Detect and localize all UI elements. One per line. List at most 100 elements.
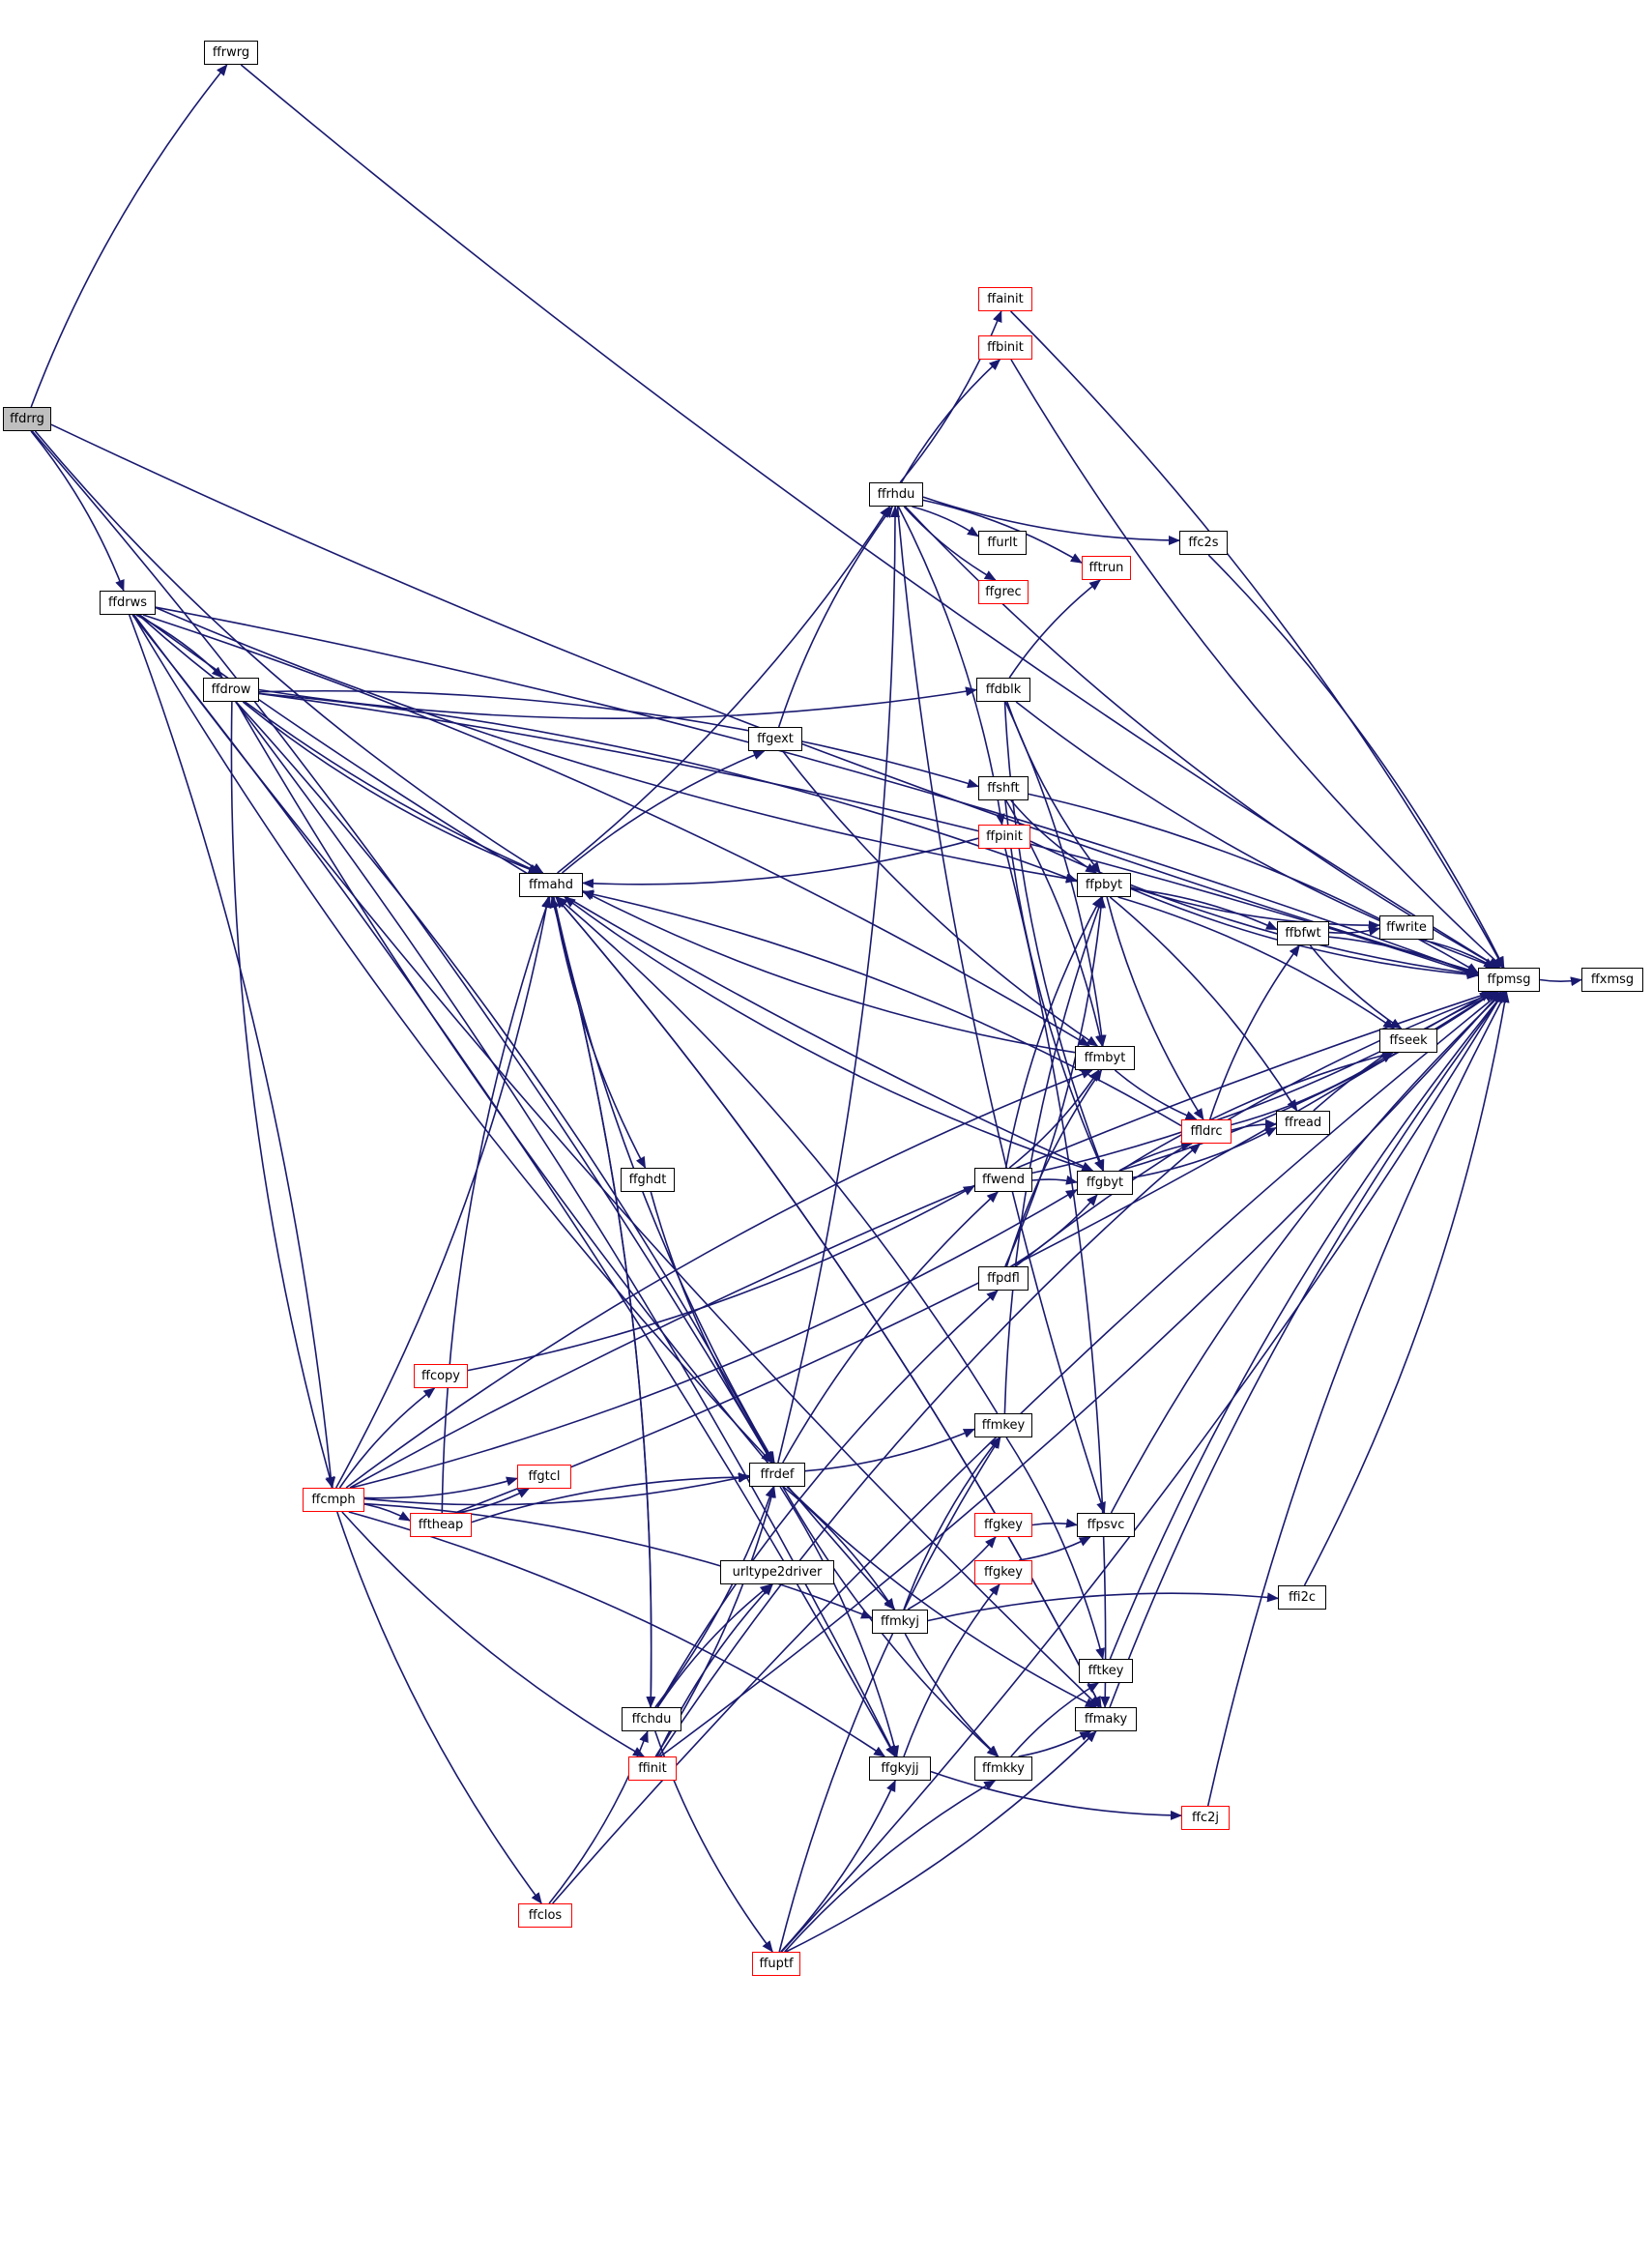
node-ffi2c[interactable]: ffi2c	[1278, 1585, 1326, 1610]
edge-fftheap-to-ffgtcl	[455, 1488, 530, 1514]
edge-fftkey-to-ffpmsg	[1109, 991, 1506, 1660]
edge-ffmkky-to-fftkey	[1010, 1682, 1099, 1757]
edge-ffpinit-to-ffmahd	[582, 837, 979, 888]
edge-ffrhdu-to-ffpmsg	[904, 506, 1501, 969]
node-ffxmsg[interactable]: ffxmsg	[1581, 968, 1643, 992]
edge-ffrhdu-to-fftrun	[922, 499, 1083, 564]
node-ffmkky[interactable]: ffmkky	[974, 1756, 1032, 1781]
edge-ffgbyt-to-ffmahd	[564, 896, 1092, 1172]
node-ffshft[interactable]: ffshft	[978, 776, 1029, 800]
node-ffrdef[interactable]: ffrdef	[749, 1463, 805, 1487]
edge-ffgkyjj-to-ffgkey2	[903, 1583, 1000, 1757]
node-ffseek[interactable]: ffseek	[1379, 1029, 1437, 1053]
edge-ffbfwt-to-ffpmsg	[1328, 936, 1479, 976]
node-ffmahd[interactable]: ffmahd	[519, 873, 583, 897]
edge-ffainit-to-ffpmsg	[1010, 310, 1505, 969]
node-ffdrws[interactable]: ffdrws	[100, 591, 156, 615]
edge-ffdrow-to-ffmahd	[242, 701, 540, 874]
edge-ffmkyj-to-ffmkey	[903, 1437, 1000, 1611]
edge-ffbinit-to-ffpmsg	[1010, 359, 1504, 969]
node-ffuptf[interactable]: ffuptf	[752, 1952, 800, 1976]
edge-ffrdef-to-ffmaky	[786, 1486, 1097, 1708]
node-ffghdt[interactable]: ffghdt	[621, 1168, 675, 1192]
edge-ffclos-to-ffchdu	[548, 1730, 649, 1904]
node-ffgrec[interactable]: ffgrec	[978, 580, 1029, 604]
node-fftheap[interactable]: fftheap	[410, 1513, 472, 1537]
node-ffpsvc[interactable]: ffpsvc	[1077, 1513, 1135, 1537]
node-ffmkey[interactable]: ffmkey	[974, 1413, 1032, 1437]
edge-ffpbyt-to-ffseek	[1117, 896, 1396, 1030]
edge-ffuptf-to-ffmaky	[785, 1730, 1097, 1953]
edge-ffbfwt-to-ffseek	[1309, 944, 1403, 1030]
node-ffpbyt[interactable]: ffpbyt	[1077, 873, 1131, 897]
edge-ffgbyt-to-ffpmsg	[1118, 991, 1495, 1172]
node-ffbinit[interactable]: ffbinit	[978, 335, 1032, 360]
node-ffrwrg[interactable]: ffrwrg	[204, 41, 258, 65]
node-ffurlt[interactable]: ffurlt	[978, 531, 1027, 555]
node-ffgext[interactable]: ffgext	[748, 727, 802, 751]
edge-fftheap-to-ffmahd	[441, 896, 551, 1514]
edge-fftheap-to-ffrdef	[471, 1472, 750, 1524]
node-ffdblk[interactable]: ffdblk	[976, 678, 1030, 702]
node-ffwrite[interactable]: ffwrite	[1379, 915, 1434, 940]
node-ffpinit[interactable]: ffpinit	[978, 825, 1030, 849]
node-ffc2j[interactable]: ffc2j	[1181, 1806, 1230, 1830]
edge-ffmahd-to-ffgext	[561, 750, 766, 874]
node-ffmbyt[interactable]: ffmbyt	[1075, 1046, 1135, 1070]
edge-ffbfwt-to-ffwrite	[1328, 926, 1380, 936]
node-ffbfwt[interactable]: ffbfwt	[1277, 921, 1329, 945]
edge-ffpbyt-to-ffpmsg	[1130, 887, 1479, 980]
edge-ffmahd-to-ffchdu	[551, 896, 656, 1708]
edge-ffcmph-to-ffpmsg	[349, 990, 1493, 1489]
edge-ffpbyt-to-ffbfwt	[1130, 887, 1278, 931]
edge-ffcmph-to-ffgkyjj	[348, 1511, 886, 1757]
node-ffldrc[interactable]: ffldrc	[1181, 1119, 1232, 1144]
edge-ffpdfl-to-ffmbyt	[1005, 1069, 1103, 1267]
edge-ffcmph-to-ffclos	[336, 1511, 542, 1904]
node-ffgbyt[interactable]: ffgbyt	[1077, 1171, 1133, 1195]
node-ffpdfl[interactable]: ffpdfl	[978, 1266, 1029, 1291]
node-ffainit[interactable]: ffainit	[978, 287, 1032, 311]
edge-ffdrow-to-ffpmsg	[258, 692, 1479, 977]
node-ffinit[interactable]: ffinit	[628, 1756, 677, 1781]
edge-ffrdef-to-ffmkey	[804, 1428, 975, 1472]
edge-ffghdt-to-ffrdef	[650, 1191, 775, 1464]
edge-ffcmph-to-ffgbyt	[351, 1189, 1078, 1489]
node-fftkey[interactable]: fftkey	[1079, 1659, 1133, 1683]
edge-ffi2c-to-ffpmsg	[1303, 991, 1510, 1586]
edge-ffdrrg-to-ffrwrg	[30, 64, 228, 408]
node-ffc2s[interactable]: ffc2s	[1179, 531, 1228, 555]
node-ffmaky[interactable]: ffmaky	[1075, 1707, 1137, 1731]
node-ffgtcl[interactable]: ffgtcl	[517, 1465, 571, 1489]
node-ffcopy[interactable]: ffcopy	[414, 1364, 468, 1388]
node-ffmkyj[interactable]: ffmkyj	[872, 1610, 928, 1634]
node-ffrhdu[interactable]: ffrhdu	[869, 482, 923, 507]
edge-ffdrow-to-ffcmph	[230, 701, 334, 1489]
edge-ffdrow-to-ffshft	[258, 689, 979, 789]
node-ffcmph[interactable]: ffcmph	[303, 1488, 364, 1512]
node-ffclos[interactable]: ffclos	[518, 1903, 572, 1928]
node-ffpmsg[interactable]: ffpmsg	[1478, 968, 1540, 992]
edge-ffdrrg-to-ffpmsg	[50, 423, 1479, 974]
edge-ffuptf-to-ffmkey	[778, 1437, 1001, 1953]
edge-ffpdfl-to-ffpmsg	[1015, 991, 1498, 1267]
node-ffread[interactable]: ffread	[1276, 1111, 1330, 1135]
edge-ffwrite-to-ffpmsg	[1420, 939, 1496, 969]
node-ffchdu[interactable]: ffchdu	[622, 1707, 681, 1731]
node-fftrun[interactable]: fftrun	[1082, 556, 1131, 580]
edge-ffdrow-to-ffgkyjj	[235, 701, 897, 1757]
node-ffwend[interactable]: ffwend	[974, 1168, 1032, 1192]
node-ffdrow[interactable]: ffdrow	[203, 678, 259, 702]
edge-ffpbyt-to-ffldrc	[1106, 896, 1204, 1120]
edge-ffgbyt-to-ffread	[1132, 1126, 1277, 1178]
edge-ffgbyt-to-ffseek	[1119, 1050, 1394, 1172]
edge-ffpbyt-to-ffwrite	[1130, 886, 1380, 931]
node-ffgkey-2[interactable]: ffgkey	[974, 1560, 1032, 1584]
node-ffgkyjj[interactable]: ffgkyjj	[869, 1756, 931, 1781]
node-ffgkey[interactable]: ffgkey	[974, 1513, 1032, 1537]
edge-ffpinit-to-ffpmsg	[1029, 840, 1479, 978]
edge-ffrdef-to-ffgkyjj	[779, 1486, 900, 1757]
edge-ffcmph-to-ffinit	[341, 1511, 645, 1757]
edge-ffwend-to-ffpbyt	[1004, 896, 1103, 1169]
node-urltype2driver[interactable]: urltype2driver	[720, 1560, 834, 1584]
